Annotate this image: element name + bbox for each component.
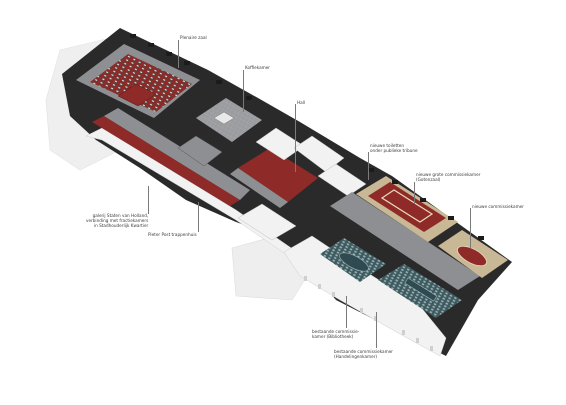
- label-nieuwe-commissiekamer-text: nieuwe commissiekamer: [472, 204, 524, 209]
- label-plenaire-zaal-text: Plenaire zaal: [180, 35, 207, 40]
- label-nieuwe-commissiekamer: nieuwe commissiekamer: [472, 204, 524, 209]
- label-bibliotheek-line-1: bestaande commissie-: [312, 329, 360, 334]
- koffiekamer-table: [213, 111, 235, 125]
- label-koffiekamer: Koffiekamer: [245, 65, 270, 70]
- bibliotheek-table: [339, 252, 369, 272]
- leader-koffiekamer: [243, 70, 244, 112]
- label-koffiekamer-text: Koffiekamer: [245, 65, 271, 70]
- label-grote-commissiekamer-line-1: nieuwe grote commissiekamer: [416, 172, 481, 177]
- label-nieuwe-toiletten-line-1: nieuwe toiletten: [370, 143, 405, 148]
- label-bestaande-handelingenkamer: bestaande commissiekamer (Handelingenkam…: [334, 349, 393, 359]
- plenaire-zaal-seats: [90, 54, 192, 112]
- commissiekamer-table: [457, 245, 487, 267]
- leader-hall: [295, 104, 296, 172]
- hall-grey-edge: [230, 168, 288, 208]
- label-nieuwe-grote-commissiekamer: nieuwe grote commissiekamer (Gotenzaal): [416, 172, 480, 182]
- facade-windows: [304, 276, 433, 351]
- north-wall-marks: [130, 34, 484, 240]
- plenaire-zaal-podium: [117, 83, 157, 107]
- galerij-strip: [92, 116, 240, 206]
- leader-galerij: [148, 186, 149, 214]
- stair-block: [177, 135, 223, 167]
- leader-handelingenkamer: [376, 312, 377, 348]
- label-galerij-line-2: verbinding met fractiekamers: [86, 218, 149, 223]
- leader-plenaire-zaal: [178, 40, 179, 68]
- label-galerij-line-1: galerij Staten van Holland,: [92, 213, 149, 218]
- leader-toiletten: [368, 152, 369, 180]
- label-hall-text: Hall: [297, 100, 306, 105]
- label-handelingenkamer-line-2: (Handelingenkamer): [334, 354, 378, 359]
- label-galerij-line-3: in Stadhouderlijk Kwartier: [93, 223, 149, 228]
- white-core-2: [293, 135, 345, 173]
- label-galerij: galerij Staten van Holland, verbinding m…: [86, 213, 148, 228]
- label-handelingenkamer-line-1: bestaande commissiekamer: [334, 349, 393, 354]
- white-core-3: [237, 203, 297, 241]
- label-plenaire-zaal: Plenaire zaal: [180, 35, 207, 40]
- leader-grote-commissiekamer: [414, 182, 415, 204]
- label-hall: Hall: [297, 100, 305, 105]
- label-nieuwe-toiletten-line-2: onder publieke tribune: [370, 148, 418, 153]
- leader-trappenhuis: [198, 202, 199, 232]
- white-core-toilets: [317, 163, 367, 197]
- leader-commissiekamer: [470, 208, 471, 248]
- label-pieter-post-trappenhuis: Pieter Post trappenhuis: [148, 232, 197, 237]
- label-grote-commissiekamer-line-2: (Gotenzaal): [416, 177, 441, 182]
- label-bibliotheek-line-2: kamer (Bibliotheek): [312, 334, 354, 339]
- galerij-floor-grey: [104, 108, 250, 200]
- leader-bibliotheek: [346, 296, 347, 328]
- grote-commissiekamer-table: [380, 189, 434, 223]
- corridor: [330, 192, 480, 290]
- label-nieuwe-toiletten: nieuwe toiletten onder publieke tribune: [370, 143, 418, 153]
- label-trappenhuis-text: Pieter Post trappenhuis: [148, 232, 197, 237]
- label-bestaande-bibliotheek: bestaande commissie- kamer (Bibliotheek): [312, 329, 359, 339]
- hall-floor: [238, 148, 318, 202]
- handelingenkamer-table: [404, 277, 438, 302]
